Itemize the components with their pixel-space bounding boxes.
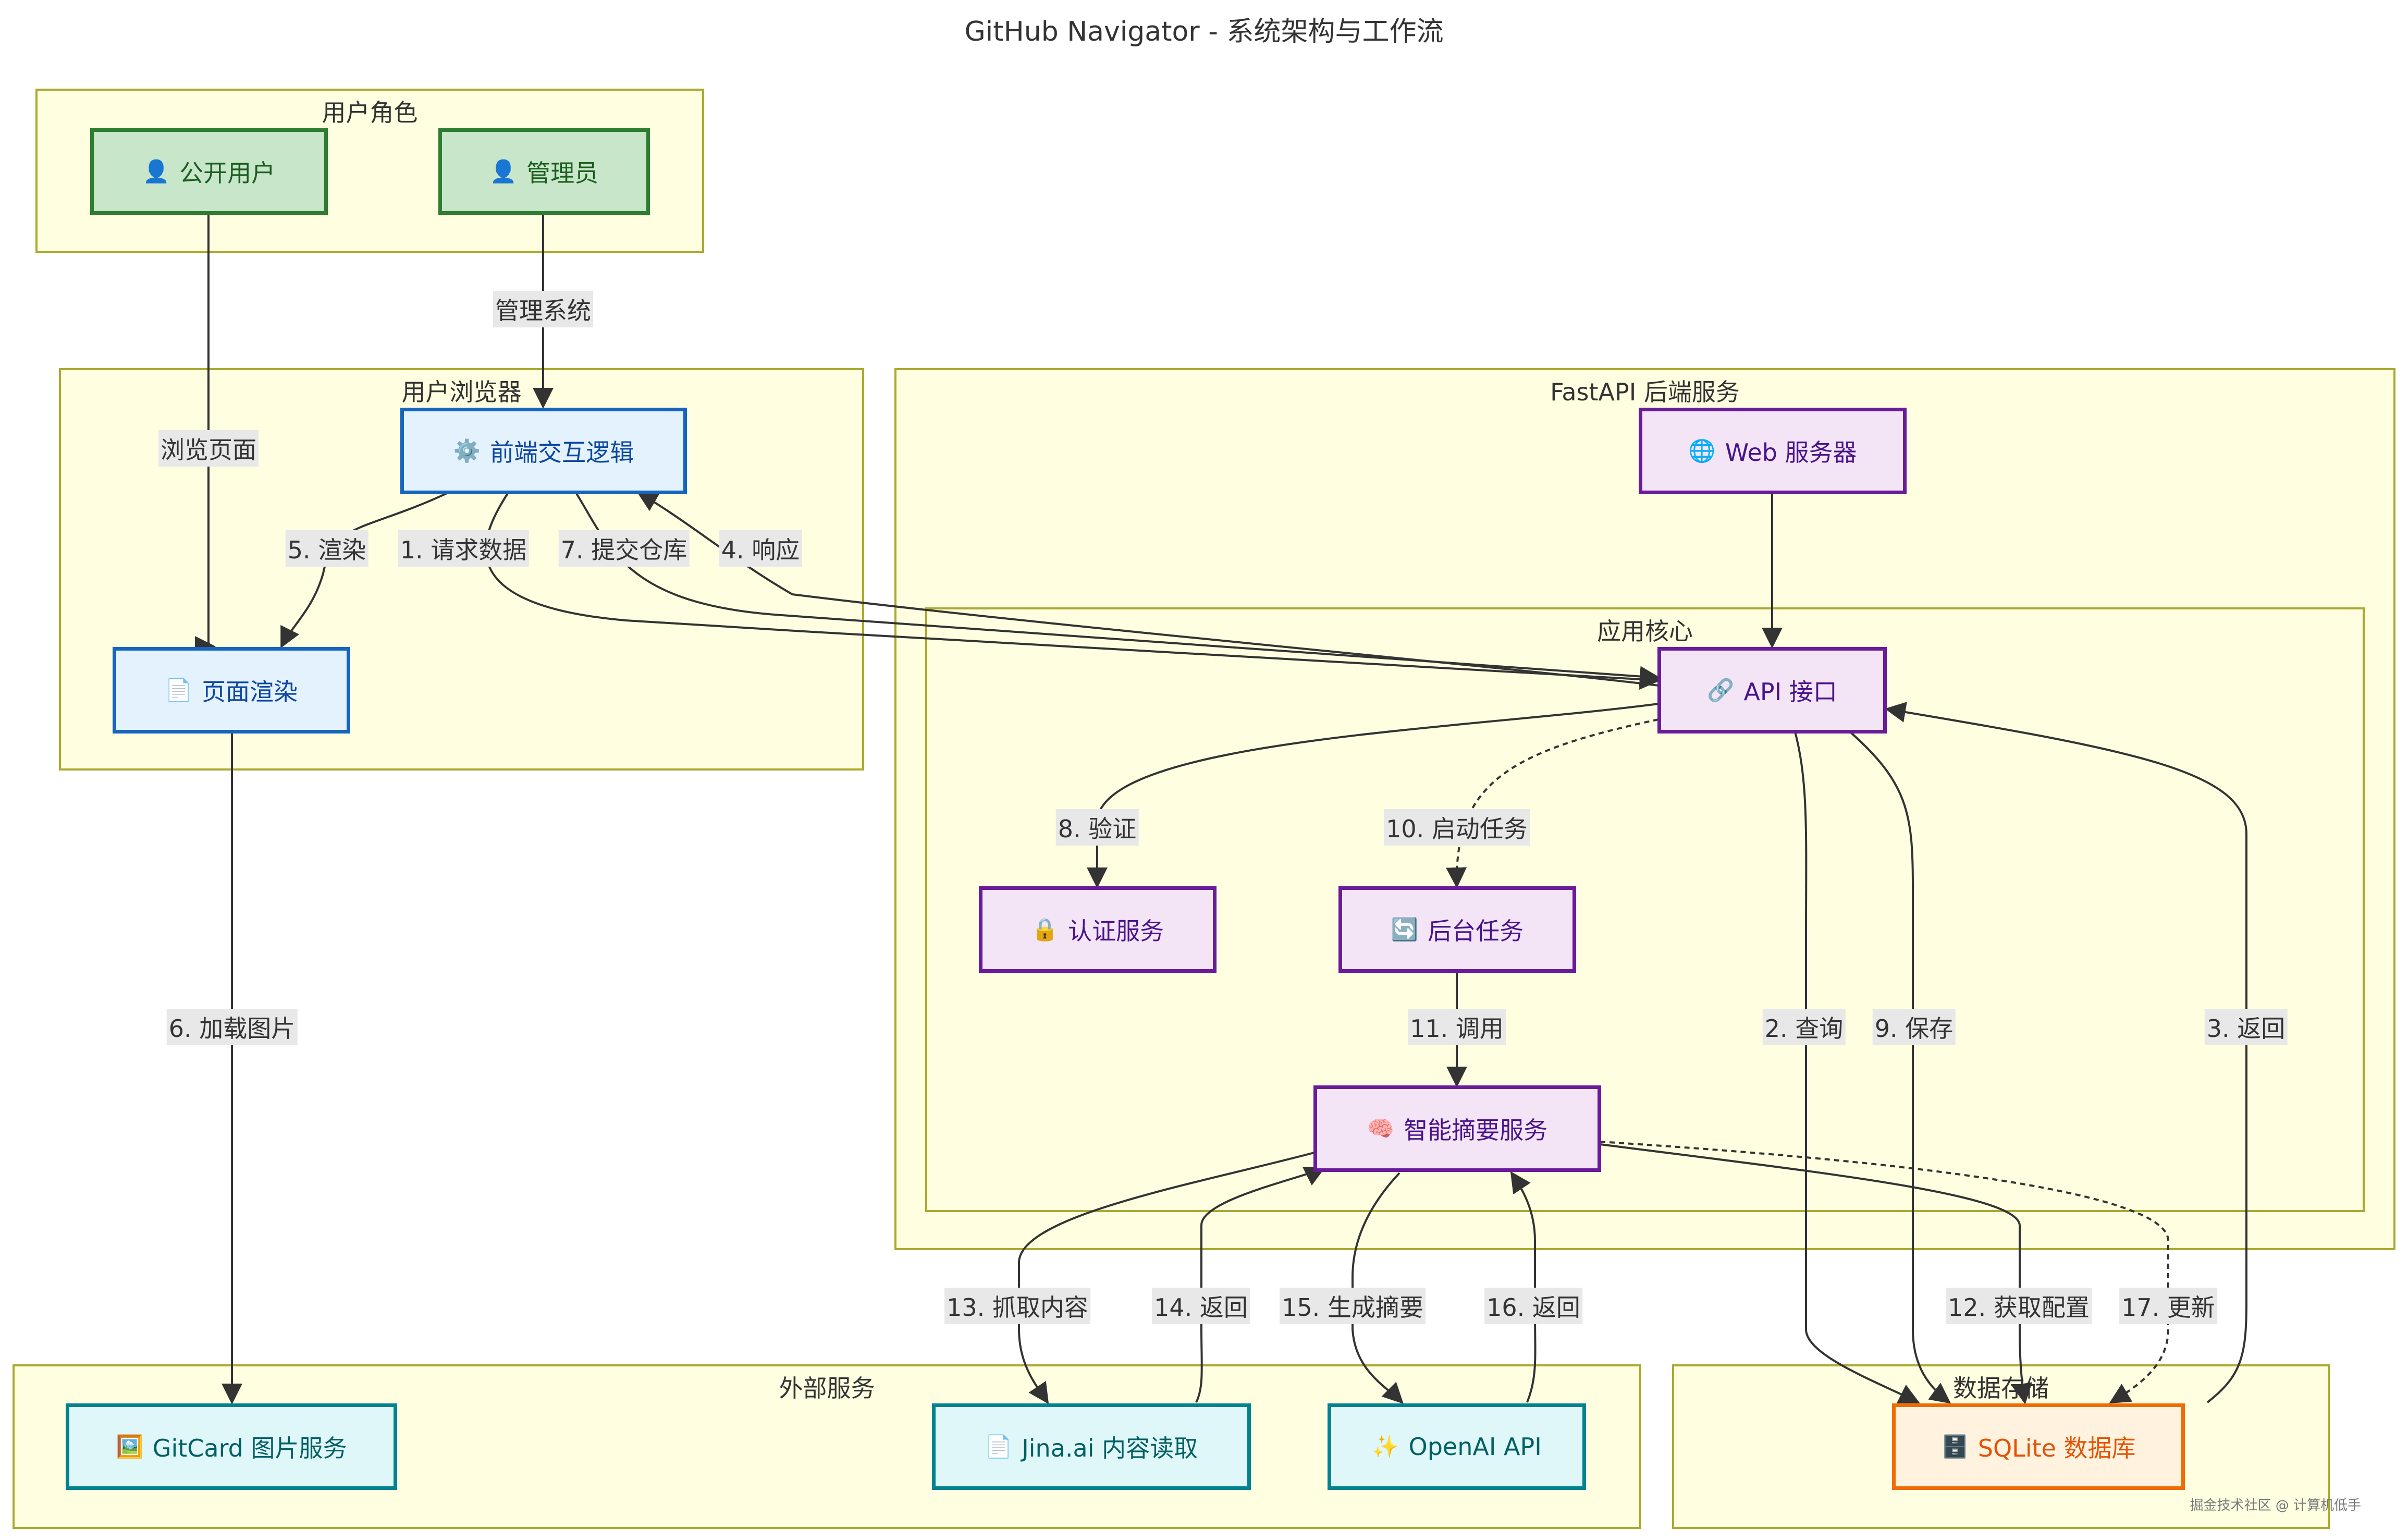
lock-icon: 🔒: [1031, 916, 1059, 942]
edge-4-response: [636, 491, 1659, 687]
node-auth[interactable]: 🔒 认证服务: [979, 886, 1217, 973]
node-label: 后台任务: [1428, 917, 1524, 945]
node-label: 页面渲染: [202, 678, 298, 706]
edge-label-11: 11. 调用: [1408, 1009, 1506, 1045]
user-icon: 👤: [142, 158, 170, 184]
node-label: 认证服务: [1068, 917, 1164, 945]
edge-label-17: 17. 更新: [2119, 1288, 2217, 1324]
edge-label-8: 8. 验证: [1055, 809, 1139, 846]
edge-9-save: [1847, 729, 1951, 1404]
node-api[interactable]: 🔗 API 接口: [1657, 647, 1887, 734]
node-openai[interactable]: ✨ OpenAI API: [1328, 1403, 1586, 1490]
node-label: GitCard 图片服务: [152, 1434, 347, 1462]
node-label: 管理员: [526, 159, 599, 187]
node-sqlite[interactable]: 🗄️ SQLite 数据库: [1892, 1403, 2185, 1490]
node-gitcard[interactable]: 🖼️ GitCard 图片服务: [66, 1403, 397, 1490]
edge-public-render: [194, 214, 216, 657]
node-label: OpenAI API: [1408, 1433, 1542, 1461]
node-label: Jina.ai 内容读取: [1022, 1434, 1198, 1462]
edge-15-summary: [1352, 1172, 1404, 1404]
sparkles-icon: ✨: [1372, 1434, 1399, 1459]
node-label: 公开用户: [179, 159, 276, 187]
edge-2-query: [1793, 729, 1920, 1403]
cluster-label: 外部服务: [779, 1374, 875, 1402]
edge-label-14: 14. 返回: [1152, 1288, 1250, 1324]
edge-14-return: [1195, 1167, 1326, 1403]
cluster-label: FastAPI 后端服务: [1550, 378, 1740, 406]
node-label: 智能摘要服务: [1404, 1116, 1548, 1144]
globe-icon: 🌐: [1688, 438, 1716, 463]
edge-label-2: 2. 查询: [1762, 1009, 1846, 1045]
cluster-label: 应用核心: [1597, 617, 1693, 645]
edge-label-browse: 浏览页面: [158, 430, 259, 467]
edge-label-12: 12. 获取配置: [1946, 1288, 2092, 1324]
edge-label-6: 6. 加载图片: [166, 1009, 298, 1045]
edge-17-update: [1600, 1141, 2169, 1404]
node-frontend-logic[interactable]: ⚙️ 前端交互逻辑: [400, 408, 687, 494]
edge-8-auth: [1087, 703, 1659, 888]
node-label: SQLite 数据库: [1977, 1434, 2136, 1462]
node-label: 前端交互逻辑: [490, 438, 634, 467]
node-jina[interactable]: 📄 Jina.ai 内容读取: [932, 1403, 1251, 1490]
edge-label-16: 16. 返回: [1484, 1288, 1582, 1324]
edge-label-10: 10. 启动任务: [1384, 809, 1530, 846]
edge-label-1: 1. 请求数据: [398, 530, 529, 567]
cluster-label: 数据存储: [1953, 1374, 2049, 1402]
user-icon: 👤: [489, 158, 518, 184]
node-page-render[interactable]: 📄 页面渲染: [113, 647, 350, 734]
document-icon: 📄: [985, 1434, 1013, 1459]
edge-label-manage: 管理系统: [493, 291, 593, 327]
edge-label-9: 9. 保存: [1872, 1009, 1956, 1045]
edge-12-config: [1600, 1143, 2032, 1404]
edge-label-4: 4. 响应: [719, 530, 802, 567]
edge-5-render: [280, 492, 449, 649]
link-icon: 🔗: [1707, 677, 1735, 703]
image-icon: 🖼️: [116, 1434, 143, 1459]
brain-icon: 🧠: [1367, 1116, 1395, 1141]
edge-label-15: 15. 生成摘要: [1280, 1288, 1426, 1324]
diagram-title: GitHub Navigator - 系统架构与工作流: [964, 16, 1444, 47]
refresh-icon: 🔄: [1391, 916, 1419, 942]
node-public-user[interactable]: 👤 公开用户: [90, 128, 328, 215]
edge-10-task: [1446, 718, 1659, 888]
edge-13-fetch: [1018, 1151, 1317, 1404]
edge-label-13: 13. 抓取内容: [944, 1288, 1090, 1324]
node-bg-task[interactable]: 🔄 后台任务: [1338, 886, 1576, 973]
database-icon: 🗄️: [1941, 1434, 1969, 1459]
gear-icon: ⚙️: [453, 438, 481, 463]
cluster-label: 用户角色: [322, 99, 418, 127]
node-admin[interactable]: 👤 管理员: [438, 128, 650, 215]
edge-1-request: [485, 492, 1661, 690]
edge-label-7: 7. 提交仓库: [558, 530, 690, 567]
node-label: Web 服务器: [1725, 438, 1857, 467]
watermark: 掘金技术社区 @ 计算机低手: [2190, 1498, 2361, 1513]
cluster-label: 用户浏览器: [401, 378, 522, 406]
edge-3-return: [1885, 702, 2247, 1403]
node-summary[interactable]: 🧠 智能摘要服务: [1313, 1085, 1601, 1172]
edge-label-3: 3. 返回: [2204, 1009, 2288, 1045]
edge-label-5: 5. 渲染: [285, 530, 368, 567]
document-icon: 📄: [165, 677, 193, 703]
node-label: API 接口: [1743, 678, 1837, 706]
node-web-server[interactable]: 🌐 Web 服务器: [1639, 408, 1907, 494]
